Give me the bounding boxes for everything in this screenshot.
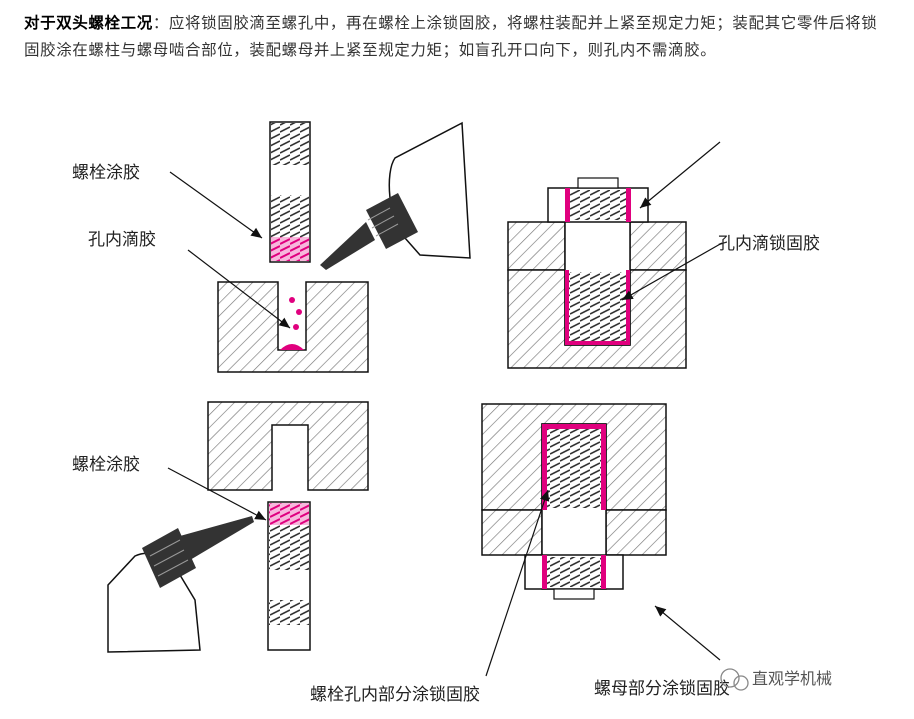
watermark: 直观学机械 bbox=[720, 668, 832, 691]
leader-hole-drip bbox=[187, 249, 291, 329]
leader-nut-top bbox=[639, 141, 721, 209]
label-hole-drip: 孔内滴胶 bbox=[88, 230, 156, 250]
leader-nut-part bbox=[654, 605, 721, 661]
intro-heading: 对于双头螺栓工况 bbox=[24, 14, 153, 32]
wechat-icon bbox=[720, 668, 740, 688]
panel-top-left: 螺栓涂胶 孔内滴胶 bbox=[72, 121, 471, 373]
glue-bottle-top bbox=[320, 121, 471, 270]
leader-bolt-hole-part bbox=[485, 489, 550, 677]
label-bolt-hole-part: 螺栓孔内部分涂锁固胶 bbox=[310, 685, 480, 705]
nut-bottom-right bbox=[524, 554, 624, 600]
intro-text: ：应将锁固胶滴至螺孔中，再在螺栓上涂锁固胶，将螺柱装配并上紧至规定力矩；装配其它… bbox=[24, 14, 878, 59]
leader-bolt-glue-bottom bbox=[167, 467, 267, 521]
nut-top-right bbox=[547, 177, 649, 223]
leader-hole-drip-lock bbox=[621, 242, 723, 301]
leader-bolt-glue-top bbox=[169, 171, 263, 239]
label-nut-part: 螺母部分涂锁固胶 bbox=[594, 679, 730, 699]
stud-top-left bbox=[269, 121, 311, 263]
panel-bottom-right bbox=[481, 403, 721, 677]
stud-thread-lower bbox=[567, 272, 628, 342]
block-blind-hole bbox=[217, 281, 369, 373]
intro-paragraph: 对于双头螺栓工况：应将锁固胶滴至螺孔中，再在螺栓上涂锁固胶，将螺柱装配并上紧至规… bbox=[24, 10, 892, 64]
panel-top-right: 孔内滴锁固胶 bbox=[507, 141, 820, 369]
label-bolt-glue-bottom: 螺栓涂胶 bbox=[72, 455, 140, 475]
panel-bottom-left: 螺栓涂胶 bbox=[72, 401, 369, 653]
watermark-text: 直观学机械 bbox=[752, 669, 832, 688]
label-bolt-glue-top: 螺栓涂胶 bbox=[72, 163, 140, 183]
glue-bottle-bottom bbox=[107, 516, 254, 653]
label-hole-drip-lock: 孔内滴锁固胶 bbox=[718, 234, 820, 254]
